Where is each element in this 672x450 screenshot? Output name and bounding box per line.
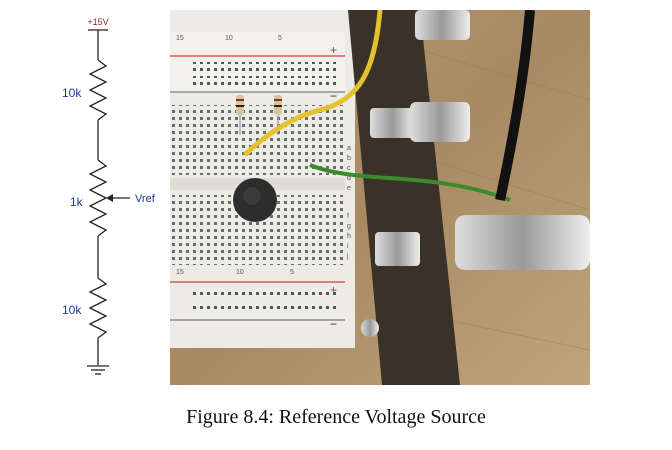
- resistor-top: [88, 59, 108, 121]
- column-mark: c: [347, 165, 351, 172]
- potentiometer-knob: [233, 178, 277, 222]
- rail-mark-plus-bottom: +: [330, 283, 337, 297]
- supply-label: +15V: [87, 17, 108, 27]
- green-wire: [309, 163, 511, 202]
- column-mark: f: [347, 213, 349, 220]
- rail-mark-minus-bottom: −: [330, 317, 337, 331]
- bnc-connector-middle: [375, 215, 590, 270]
- resistor-bottom: [88, 277, 108, 339]
- bnc-connector-top: [370, 102, 470, 142]
- row-mark: 10: [225, 35, 233, 42]
- circuit-schematic: +15V 10k 1k Vref 10k: [62, 17, 156, 375]
- row-mark: 15: [176, 269, 184, 276]
- column-mark: g: [347, 223, 351, 230]
- column-mark: b: [347, 155, 351, 162]
- potentiometer: [88, 159, 108, 237]
- column-mark: h: [347, 233, 351, 240]
- bnc-connector-upper-right: [415, 10, 470, 40]
- column-mark: j: [346, 253, 349, 260]
- column-mark: d: [347, 175, 351, 182]
- column-mark: i: [347, 243, 349, 250]
- row-mark: 5: [290, 269, 294, 276]
- rail-mark-minus-top: −: [330, 89, 337, 103]
- vref-label: Vref: [135, 193, 156, 205]
- figure-caption: Figure 8.4: Reference Voltage Source: [186, 406, 486, 428]
- column-mark: a: [347, 145, 351, 152]
- row-mark: 15: [176, 35, 184, 42]
- grid-upper: [170, 105, 345, 175]
- resistor-bottom-label: 10k: [62, 303, 82, 317]
- resistor-component: [236, 95, 244, 135]
- breadboard-photo: + − + − 15 10 5 15 10 5 a b c d e f g h …: [170, 10, 590, 385]
- wiper-arrow-icon: [106, 194, 113, 202]
- rail-mark-plus-top: +: [330, 43, 337, 57]
- column-mark: e: [347, 185, 351, 192]
- probe-cable: [495, 10, 535, 202]
- row-mark: 10: [236, 269, 244, 276]
- resistor-top-label: 10k: [62, 86, 82, 100]
- row-mark: 5: [278, 35, 282, 42]
- yellow-wire: [243, 10, 383, 157]
- metal-bracket: [348, 10, 460, 385]
- ground-icon: [87, 365, 109, 375]
- potentiometer-label: 1k: [70, 195, 84, 209]
- screw-icon: [361, 319, 379, 337]
